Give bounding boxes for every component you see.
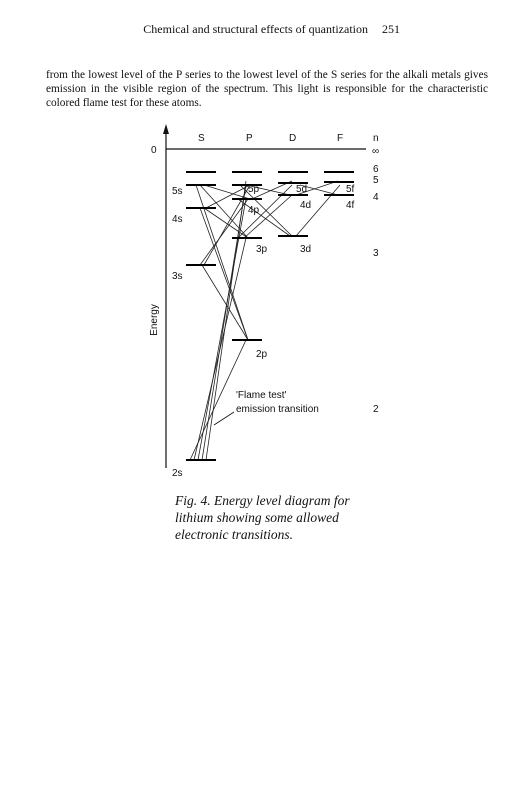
n-value-3: 3 [373,248,379,259]
running-head-title: Chemical and structural effects of quant… [143,22,368,36]
figure-caption: Fig. 4. Energy level diagram for lithium… [175,492,405,543]
series-label-f: F [337,133,343,144]
caption-line-3: electronic transitions. [175,527,293,542]
label-2s: 2s [172,468,183,479]
energy-axis-label: Energy [149,304,160,336]
transition-lines [189,180,341,461]
label-5d: 5d [296,184,307,195]
n-infinity: ∞ [372,146,379,157]
flame-test-label: 'Flame test' [236,390,287,401]
body-paragraph: from the lowest level of the P series to… [46,69,488,109]
label-3d: 3d [300,244,311,255]
series-label-s: S [198,133,205,144]
label-4p: 4p [248,205,260,216]
n-header: n [373,133,379,144]
emission-transition-label: emission transition [236,404,319,415]
series-label-d: D [289,133,296,144]
label-3s: 3s [172,271,183,282]
energy-levels [186,171,354,461]
n-value-2: 2 [373,404,379,415]
label-3p: 3p [256,244,268,255]
energy-axis-arrow [163,124,169,134]
n-value-6: 6 [373,164,379,175]
n-value-4: 4 [373,192,379,203]
label-5s: 5s [172,186,183,197]
page-number: 251 [382,22,400,36]
caption-line-2: lithium showing some allowed [175,510,339,525]
label-4f: 4f [346,200,355,211]
label-5f: 5f [346,184,355,195]
label-4s: 4s [172,214,183,225]
running-header: Chemical and structural effects of quant… [0,22,400,37]
zero-label: 0 [151,145,157,156]
label-4d: 4d [300,200,311,211]
label-5p: 5p [248,184,260,195]
caption-line-1: Fig. 4. Energy level diagram for [175,493,350,508]
flame-test-pointer [213,411,235,426]
series-label-p: P [246,133,253,144]
n-value-5: 5 [373,175,379,186]
label-2p: 2p [256,349,268,360]
